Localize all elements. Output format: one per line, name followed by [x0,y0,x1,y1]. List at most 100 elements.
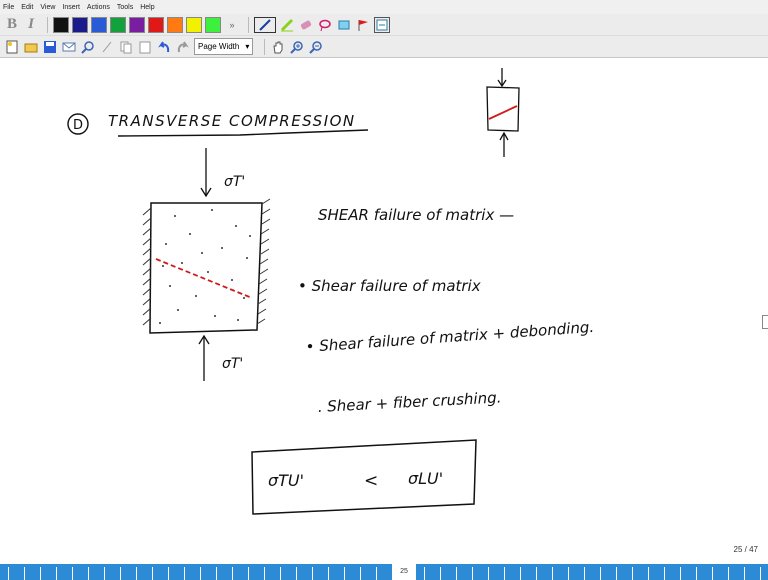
scroll-handle[interactable] [762,315,768,329]
page-thumbnail[interactable] [216,567,230,580]
color-swatch-red[interactable] [148,16,164,33]
page-thumbnail[interactable] [152,567,166,580]
menu-file[interactable]: File [3,3,15,11]
format-toolbar: B I » [0,14,768,36]
note-bullet-1: • Shear failure of matrix [298,277,481,295]
cut-icon[interactable] [99,39,115,55]
page-thumbnail[interactable] [312,567,326,580]
page-thumbnail[interactable] [104,567,118,580]
page-thumbnail[interactable] [600,567,614,580]
menu-bar: File Edit View Insert Actions Tools Help [0,0,768,14]
undo-icon[interactable] [156,39,172,55]
pen-tool-icon[interactable] [254,16,276,33]
color-swatch-green[interactable] [110,16,126,33]
page-thumbnail[interactable] [440,567,454,580]
save-icon[interactable] [42,39,58,55]
page-thumbnail[interactable] [632,567,646,580]
page-thumbnail[interactable] [56,567,70,580]
find-icon[interactable] [80,39,96,55]
color-swatch-navy[interactable] [72,16,88,33]
eraser-icon[interactable] [298,17,314,33]
page-thumbnail[interactable] [120,567,134,580]
toolbar-divider [248,16,249,33]
page-thumbnail[interactable] [456,567,470,580]
color-swatch-yellow[interactable] [186,16,202,33]
page-thumbnail[interactable] [744,567,758,580]
zoom-select[interactable]: Page Width ▾ [194,38,254,55]
menu-help[interactable]: Help [140,3,155,11]
page-thumbnail[interactable] [680,567,694,580]
page-thumbnail[interactable] [184,567,198,580]
page-thumbnail[interactable] [504,567,518,580]
menu-edit[interactable]: Edit [21,3,34,11]
lasso-select-icon[interactable] [317,17,333,33]
page-thumbnail[interactable] [360,567,374,580]
color-swatch-blue[interactable] [91,16,107,33]
page-thumbnail[interactable] [424,567,438,580]
page-thumbnail[interactable] [696,567,710,580]
page-thumbnail[interactable] [760,567,768,580]
flag-icon[interactable] [355,17,371,33]
page-thumbnail[interactable] [552,567,566,580]
page-thumbnail[interactable] [40,567,54,580]
page-thumbnail[interactable] [584,567,598,580]
page-thumbnail[interactable] [472,567,486,580]
page-thumbnail[interactable] [344,567,358,580]
page-thumbnail[interactable] [168,567,182,580]
page-thumbnail[interactable] [616,567,630,580]
page-thumbnail[interactable] [88,567,102,580]
page-thumbnail[interactable] [248,567,262,580]
zoom-select-value: Page Width [198,42,240,51]
stress-label-bottom: σT' [222,356,243,372]
pan-hand-icon[interactable] [270,39,286,55]
page-thumbnail[interactable] [200,567,214,580]
page-thumbnail[interactable] [488,567,502,580]
page-thumbnail[interactable] [728,567,742,580]
heading-group: D TRANSVERSE COMPRESSION [67,112,369,137]
formula-operator: < [364,471,378,491]
menu-view[interactable]: View [40,3,56,11]
ink-to-text-icon[interactable] [374,16,390,33]
color-swatch-lime[interactable] [205,16,221,33]
page-thumbnail[interactable] [664,567,678,580]
page-thumbnail[interactable] [376,567,390,580]
heading-marker: D [73,118,83,133]
page-thumbnail[interactable] [648,567,662,580]
page-thumbnail[interactable] [264,567,278,580]
italic-icon[interactable]: I [28,16,34,32]
new-page-icon[interactable] [4,39,20,55]
small-specimen-sketch [486,68,520,157]
page-thumbnail[interactable] [280,567,294,580]
paste-icon[interactable] [137,39,153,55]
color-swatch-orange[interactable] [167,16,183,33]
copy-icon[interactable] [118,39,134,55]
zoom-out-icon[interactable] [308,39,324,55]
zoom-in-icon[interactable] [289,39,305,55]
more-colors-icon[interactable]: » [229,19,235,30]
heading: TRANSVERSE COMPRESSION [108,112,356,130]
page-thumbnail[interactable] [8,567,22,580]
page-thumbnail[interactable] [520,567,534,580]
page-thumbnail[interactable] [72,567,86,580]
page-thumbnail[interactable] [136,567,150,580]
bold-icon[interactable]: B [6,16,17,32]
color-swatch-purple[interactable] [129,16,145,33]
menu-actions[interactable]: Actions [86,3,110,11]
page-thumbnail[interactable] [712,567,726,580]
color-swatch-black[interactable] [53,16,69,33]
email-icon[interactable] [61,39,77,55]
toolbar-divider [264,38,266,55]
highlighter-icon[interactable] [279,17,295,33]
redo-icon[interactable] [175,39,191,55]
note-canvas[interactable]: D TRANSVERSE COMPRESSION σT' [0,58,768,564]
page-thumbnail[interactable] [24,567,38,580]
menu-tools[interactable]: Tools [116,3,134,11]
page-thumbnail[interactable] [232,567,246,580]
menu-insert[interactable]: Insert [62,3,80,11]
page-thumbnail[interactable] [536,567,550,580]
page-thumbnail[interactable] [328,567,342,580]
open-file-icon[interactable] [23,39,39,55]
page-thumbnail[interactable] [296,567,310,580]
insert-space-icon[interactable] [336,17,352,33]
page-thumbnail[interactable] [568,567,582,580]
